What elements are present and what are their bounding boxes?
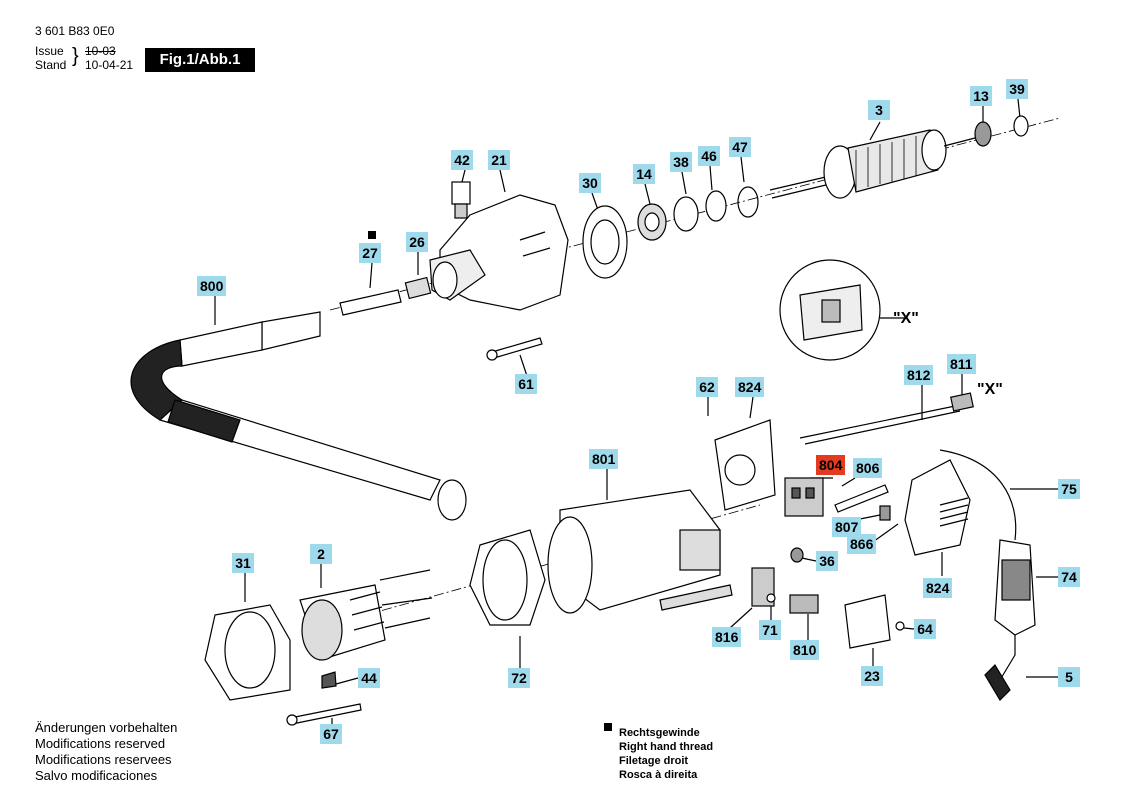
callout-816: 816	[712, 627, 742, 647]
callout-806: 806	[853, 458, 883, 478]
callout-21: 21	[488, 150, 510, 170]
callout-824-lower: 824	[923, 578, 953, 598]
thread-marker	[368, 231, 376, 239]
detail-x-tag-inset: "X"	[893, 310, 919, 327]
legend-pt: Rosca à direita	[619, 769, 698, 781]
brace: }	[72, 45, 79, 67]
callout-824-upper: 824	[735, 377, 765, 397]
stand-label: Stand	[35, 58, 67, 72]
legend-marker	[604, 723, 612, 731]
footer-note-en: Modifications reserved	[35, 736, 166, 751]
callout-64: 64	[914, 619, 936, 639]
callout-75: 75	[1058, 479, 1080, 499]
footer-note-de: Änderungen vorbehalten	[35, 720, 178, 735]
callout-812: 812	[904, 365, 934, 385]
doc-number: 3 601 B83 0E0	[35, 24, 115, 38]
callout-42: 42	[451, 150, 473, 170]
callout-74: 74	[1058, 567, 1080, 587]
callout-807: 807	[832, 517, 862, 537]
callout-13: 13	[970, 86, 992, 106]
callout-39: 39	[1006, 79, 1028, 99]
callout-46: 46	[698, 146, 720, 166]
callout-72: 72	[508, 668, 530, 688]
figure-title: Fig.1/Abb.1	[145, 48, 255, 72]
callout-71: 71	[759, 620, 781, 640]
callout-804: 804	[816, 455, 846, 475]
callout-36: 36	[816, 551, 838, 571]
callout-3: 3	[868, 100, 890, 120]
callout-47: 47	[729, 137, 751, 157]
callout-30: 30	[579, 173, 601, 193]
callout-801: 801	[589, 449, 619, 469]
callout-26: 26	[406, 232, 428, 252]
footer-note-fr: Modifications reservees	[35, 752, 172, 767]
callout-14: 14	[633, 164, 655, 184]
callout-2: 2	[310, 544, 332, 564]
callout-27: 27	[359, 243, 381, 263]
issue-label: Issue	[35, 44, 64, 58]
legend-fr: Filetage droit	[619, 755, 689, 767]
callout-800: 800	[197, 276, 227, 296]
callout-61: 61	[515, 374, 537, 394]
callout-866: 866	[847, 534, 877, 554]
footer-note-es: Salvo modificaciones	[35, 768, 158, 783]
callout-5: 5	[1058, 667, 1080, 687]
callout-23: 23	[861, 666, 883, 686]
callout-67: 67	[320, 724, 342, 744]
new-date: 10-04-21	[85, 58, 134, 72]
callout-38: 38	[670, 152, 692, 172]
callout-44: 44	[358, 668, 380, 688]
detail-x-tag: "X"	[977, 381, 1003, 398]
callout-811: 811	[947, 354, 976, 374]
callout-31: 31	[232, 553, 254, 573]
legend-en: Right hand thread	[619, 741, 714, 753]
callout-62: 62	[696, 377, 718, 397]
callout-810: 810	[790, 640, 820, 660]
legend-de: Rechtsgewinde	[619, 727, 700, 739]
old-date: 10-03	[85, 44, 116, 58]
